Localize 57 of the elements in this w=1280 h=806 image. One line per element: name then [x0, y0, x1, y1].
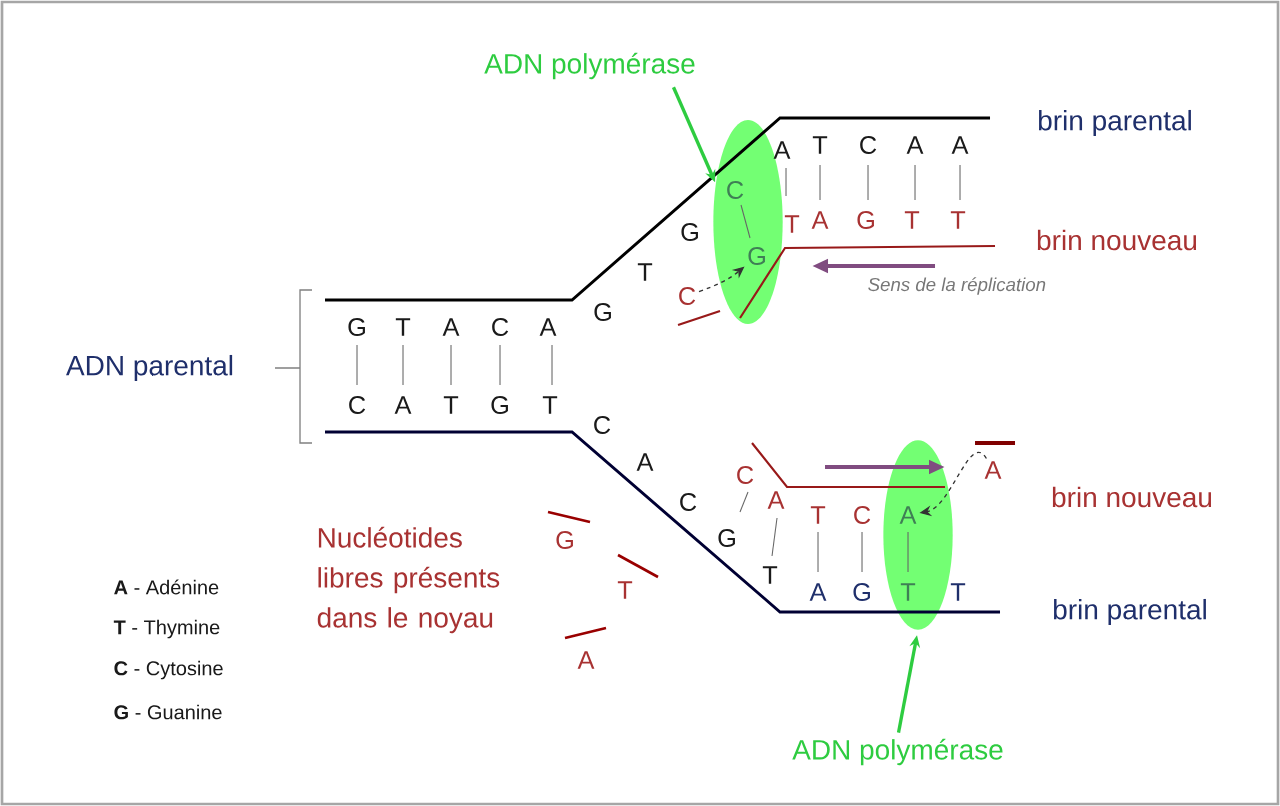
base-letter: C	[679, 287, 696, 305]
legend-entry: C - Cytosine	[114, 660, 223, 680]
base-letter: A	[951, 136, 969, 154]
base-letter: A	[906, 136, 924, 154]
base-letter: A	[767, 491, 785, 509]
base-letter: G	[594, 303, 611, 321]
base-letter: T	[395, 318, 411, 336]
base-letter: G	[681, 223, 698, 241]
polymerase-label: ADN polymérase	[792, 738, 1003, 766]
base-letter: C	[594, 416, 611, 434]
base-letter: T	[900, 583, 916, 601]
direction-label: Sens de la réplication	[868, 277, 1046, 295]
base-letter: A	[636, 453, 654, 471]
base-letter: A	[773, 141, 791, 159]
base-letter: T	[542, 396, 558, 414]
free-nucleotide: G	[547, 510, 591, 549]
base-letter: C	[737, 466, 754, 484]
base-letter: A	[442, 318, 460, 336]
note-text: Nucléotides libres présents dans le noyau	[317, 526, 500, 634]
base-letter: C	[492, 318, 509, 336]
base-letter: G	[748, 247, 765, 265]
strand-label: brin nouveau	[1037, 229, 1197, 251]
free-nucleotide: A	[564, 626, 607, 669]
base-letter: G	[491, 396, 508, 414]
base-letter: T	[950, 583, 966, 601]
base-letter: C	[860, 136, 877, 154]
strand-label: brin parental	[1039, 109, 1191, 137]
base-letter: T	[904, 211, 920, 229]
base-letter: T	[950, 211, 966, 229]
base-letter: T	[810, 506, 826, 524]
base-letter: T	[443, 396, 459, 414]
base-letter: A	[539, 318, 557, 336]
base-letter: A	[394, 396, 412, 414]
dna-label: ADN parental	[66, 354, 233, 382]
polymerase-label: ADN polymérase	[484, 52, 695, 80]
base-letter: C	[854, 506, 871, 524]
base-letter: A	[809, 583, 827, 601]
base-letter: C	[349, 396, 366, 414]
base-letter: G	[348, 318, 365, 336]
strand-label: brin parental	[1054, 598, 1206, 626]
base-letter: G	[857, 211, 874, 229]
base-letter: C	[680, 493, 697, 511]
base-letter: G	[853, 583, 870, 601]
base-letter: A	[811, 211, 829, 229]
strand-label: brin nouveau	[1052, 486, 1212, 508]
base-letter: T	[762, 566, 778, 584]
base-letter: T	[812, 136, 828, 154]
free-nucleotide: A	[975, 441, 1015, 479]
free-nucleotide: T	[617, 553, 659, 599]
base-letter: C	[727, 181, 744, 199]
legend-entry: G - Guanine	[114, 704, 222, 720]
base-letter: A	[899, 506, 917, 524]
legend-entry: T - Thymine	[113, 619, 220, 639]
base-letter: T	[784, 215, 800, 233]
legend-entry: A - Adénine	[114, 579, 219, 595]
base-letter: G	[718, 529, 735, 547]
base-letter: T	[637, 263, 653, 281]
